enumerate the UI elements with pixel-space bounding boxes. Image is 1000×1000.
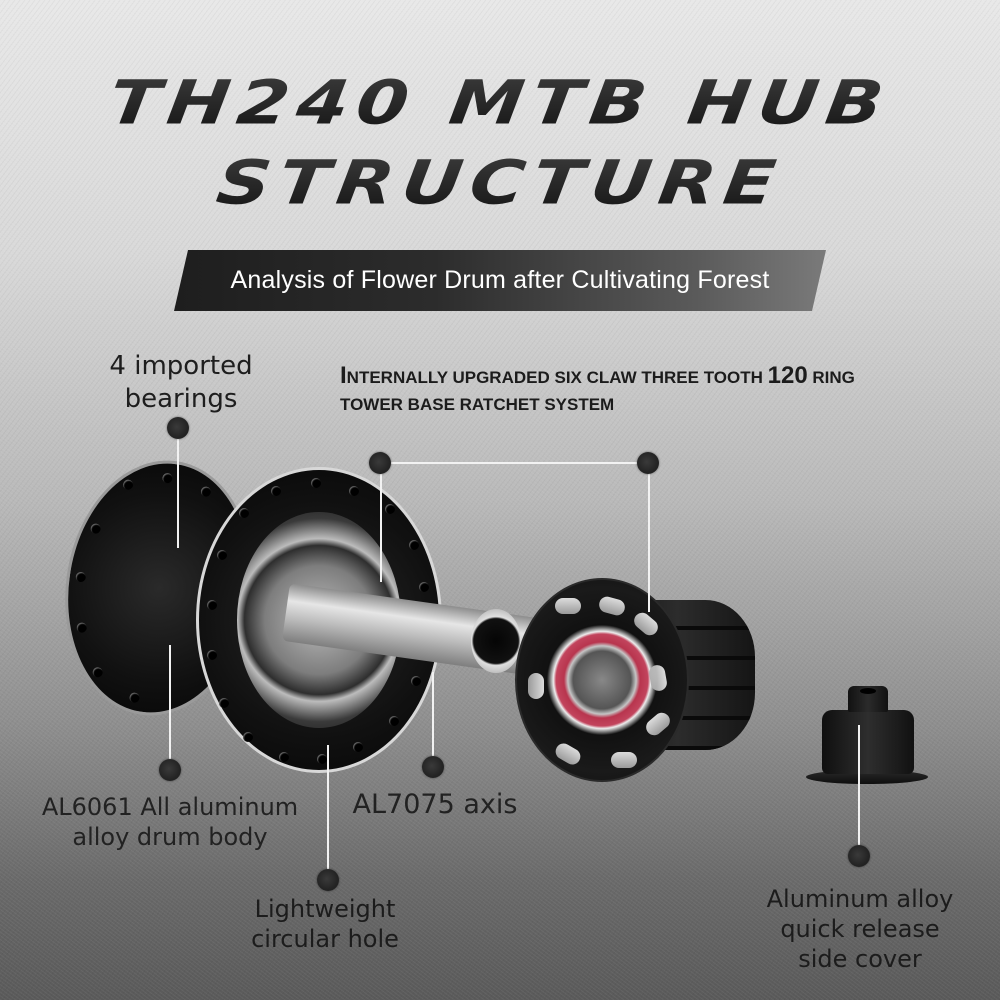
freehub-ratchet-image: [515, 578, 760, 782]
leader-dot-ratchet-left: [369, 452, 391, 474]
leader-dot-circular-hole: [317, 869, 339, 891]
leader-line-ratchet-left: [380, 462, 382, 582]
label-circular-hole: Lightweight circular hole: [251, 895, 399, 953]
leader-dot-bearings: [167, 417, 189, 439]
hub-body-image: [49, 448, 538, 773]
quick-release-side-cover-image: [800, 686, 930, 796]
leader-line-axis: [432, 672, 434, 767]
leader-line-ratchet-top: [380, 462, 650, 464]
label-side-cover: Aluminum alloy quick release side cover: [766, 885, 954, 973]
leader-dot-drum-body: [159, 759, 181, 781]
leader-line-side-cover: [858, 725, 860, 855]
page-title-line-2: STRUCTURE: [0, 148, 1000, 219]
ratchet-pawls: [515, 578, 760, 778]
leader-line-bearings: [177, 428, 179, 548]
subtitle-banner: Analysis of Flower Drum after Cultivatin…: [174, 250, 826, 311]
label-ratchet-line2: TOWER BASE RATCHET SYSTEM: [340, 395, 615, 414]
leader-line-circular-hole: [327, 745, 329, 880]
label-bearings-line1: 4 imported: [109, 351, 253, 381]
leader-line-drum-body: [169, 645, 171, 770]
label-bearings-line2: bearings: [124, 383, 238, 414]
label-ratchet-system: INTERNALLY UPGRADED SIX CLAW THREE TOOTH…: [340, 362, 980, 418]
label-bearings: 4 imported bearings: [92, 350, 270, 415]
subtitle-text: Analysis of Flower Drum after Cultivatin…: [230, 266, 770, 294]
leader-dot-axis: [422, 756, 444, 778]
axle-end: [471, 609, 521, 673]
label-axis: AL7075 axis: [352, 789, 518, 820]
leader-dot-ratchet-right: [637, 452, 659, 474]
page-title-line-1: TH240 MTB HUB: [0, 68, 1000, 139]
label-ratchet-line1: INTERNALLY UPGRADED SIX CLAW THREE TOOTH…: [340, 362, 855, 389]
leader-line-ratchet-right: [648, 462, 650, 612]
label-drum-body: AL6061 All aluminum alloy drum body: [41, 793, 299, 851]
leader-dot-side-cover: [848, 845, 870, 867]
